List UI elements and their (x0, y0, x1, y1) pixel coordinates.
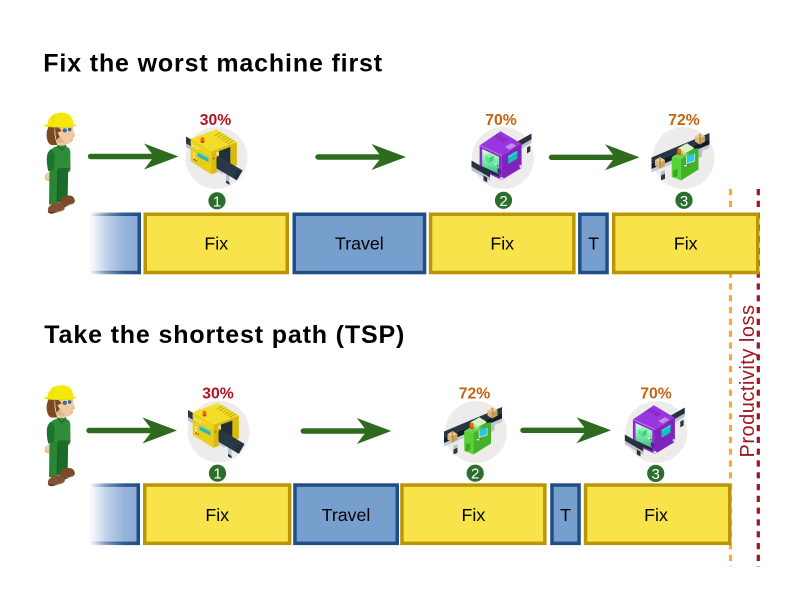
svg-text:30%: 30% (202, 386, 233, 403)
svg-text:2: 2 (471, 466, 479, 483)
svg-text:T: T (588, 233, 599, 253)
svg-text:Fix: Fix (205, 505, 229, 525)
svg-text:1: 1 (213, 193, 221, 210)
svg-text:1: 1 (213, 466, 221, 483)
svg-text:3: 3 (652, 466, 660, 483)
svg-text:3: 3 (680, 193, 688, 210)
svg-text:Fix: Fix (462, 505, 486, 525)
svg-text:2: 2 (499, 193, 507, 210)
svg-text:Fix the worst machine first: Fix the worst machine first (43, 49, 383, 77)
svg-text:Fix: Fix (674, 233, 698, 253)
svg-text:70%: 70% (640, 386, 671, 403)
svg-text:T: T (560, 505, 571, 525)
svg-text:Take the shortest path (TSP): Take the shortest path (TSP) (44, 321, 405, 349)
svg-text:Travel: Travel (322, 505, 371, 525)
svg-text:70%: 70% (485, 112, 516, 129)
svg-text:30%: 30% (200, 112, 231, 129)
svg-text:Fix: Fix (204, 233, 228, 253)
svg-text:72%: 72% (668, 112, 699, 129)
svg-text:72%: 72% (459, 386, 490, 403)
svg-text:Productivity loss: Productivity loss (737, 305, 759, 458)
svg-text:Fix: Fix (644, 505, 668, 525)
svg-text:Travel: Travel (335, 233, 384, 253)
svg-text:Fix: Fix (490, 233, 514, 253)
